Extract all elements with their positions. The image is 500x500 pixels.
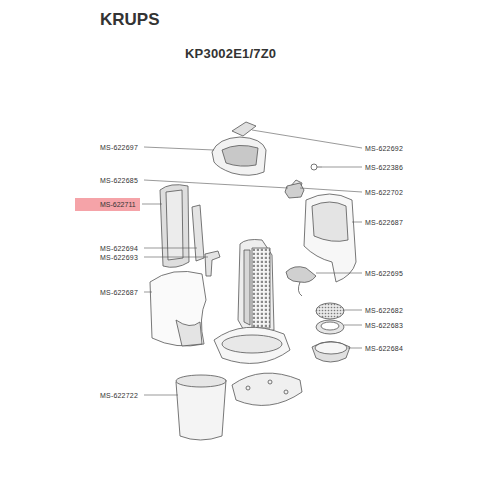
water-tank: [160, 185, 189, 268]
bottom-plate: [232, 373, 302, 405]
part-number: MS-622702: [365, 188, 403, 197]
part-number: MS-622693: [100, 253, 138, 262]
screw: [311, 164, 317, 170]
side-shell: [150, 271, 206, 346]
part-number: MS-622694: [100, 244, 138, 253]
part-number: MS-622386: [365, 163, 403, 172]
model-number: KP3002E1/7Z0: [185, 46, 276, 61]
part-number: MS-622697: [100, 143, 138, 152]
brand-title: KRUPS: [100, 10, 160, 30]
side-strip: [192, 205, 204, 261]
drip-grid: [316, 303, 344, 319]
part-number: MS-622711: [100, 200, 136, 209]
ring: [316, 320, 344, 334]
part-number: MS-622685: [100, 176, 138, 185]
top-button: [232, 122, 256, 136]
leader-lines: [142, 130, 362, 395]
top-cover: [212, 137, 266, 175]
part-number: MS-622687: [365, 218, 403, 227]
part-number: MS-622695: [365, 269, 403, 278]
main-frame: [238, 240, 274, 335]
base: [214, 327, 290, 363]
side-shell: [304, 194, 356, 282]
part-number: MS-622684: [365, 344, 403, 353]
part-number: MS-622722: [100, 391, 138, 400]
hose: [286, 267, 316, 283]
highlighted-part-number: MS-622711: [75, 198, 140, 211]
part-number: MS-622687: [100, 288, 138, 297]
small-housing: [285, 183, 304, 198]
part-number: MS-622682: [365, 306, 403, 315]
part-number: MS-622683: [365, 321, 403, 330]
part-number: MS-622692: [365, 144, 403, 153]
hook: [205, 251, 220, 276]
drip-tray: [312, 342, 350, 363]
